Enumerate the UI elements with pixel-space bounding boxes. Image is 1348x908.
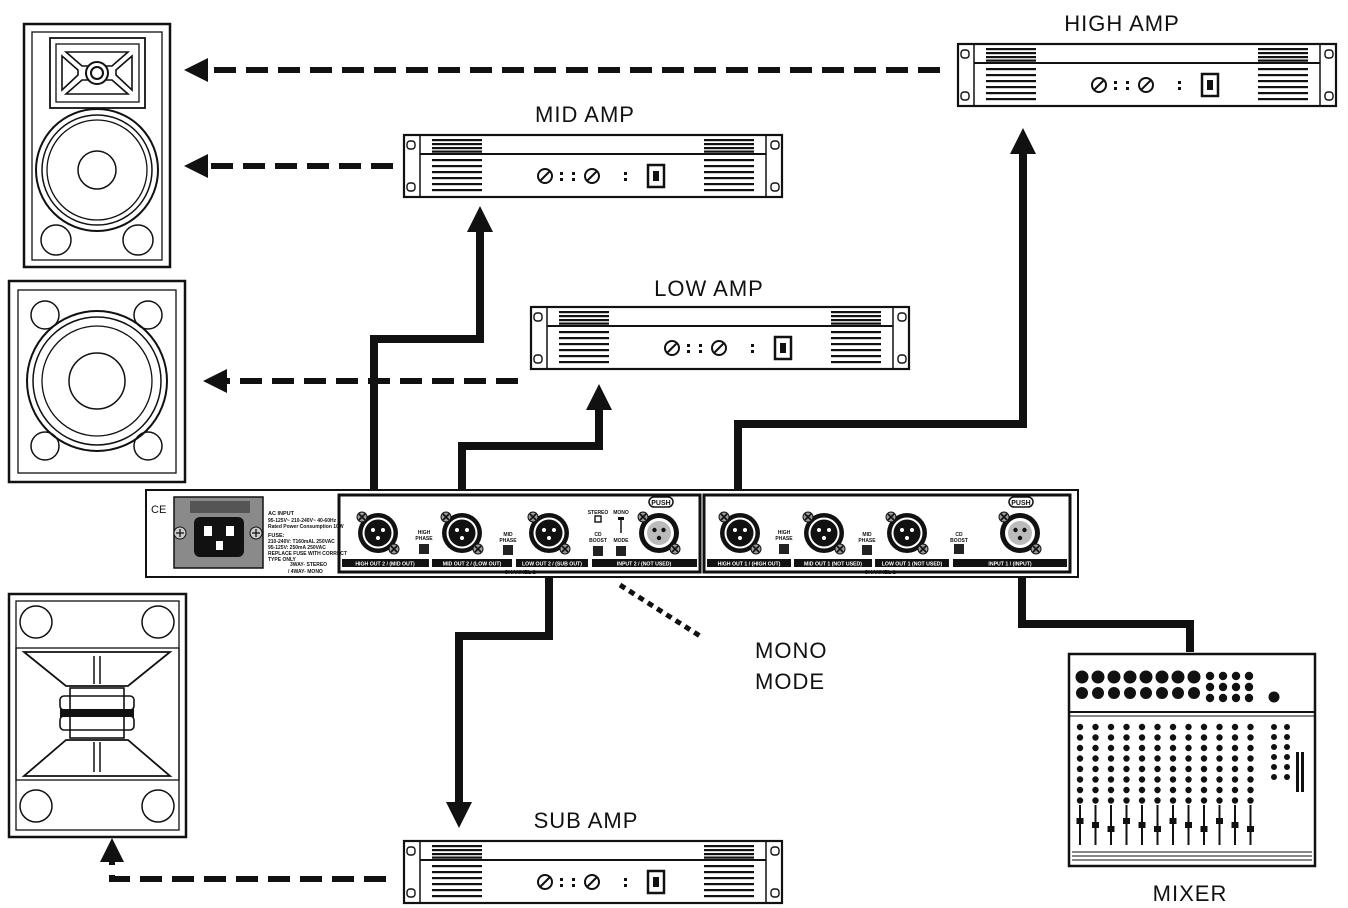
mid-amp — [402, 133, 784, 199]
high-phase-1-label: HIGH — [778, 530, 791, 536]
ac-input-title: AC INPUT — [268, 511, 295, 517]
ac-input-line2: Rated Power Consumption 10W — [268, 524, 344, 530]
mode-label: MODE — [614, 538, 630, 544]
subwoofer-speaker-icon — [7, 592, 188, 839]
low-amp — [529, 305, 911, 371]
cd-boost-2-button — [593, 546, 603, 556]
ac-input-line1: 95-125V~ 210-240V~ 40-60Hz — [268, 518, 337, 524]
push-tab-1: PUSH — [1011, 500, 1030, 507]
cd-boost-1-label: CD — [955, 532, 963, 538]
high-amp-label: HIGH AMP — [1064, 11, 1180, 36]
high-phase-2-label: HIGH — [418, 530, 431, 536]
fuse-line4: TYPE ONLY — [268, 557, 297, 563]
port-label-input-1: INPUT 1 / (INPUT) — [988, 562, 1032, 568]
low-amp-label: LOW AMP — [654, 276, 764, 301]
fuse-line2: 95-125V: 250mA 250VAC — [268, 545, 326, 551]
cable-from-mixer — [1018, 560, 1194, 652]
cable-to-low-amp — [458, 408, 603, 520]
high-mid-speaker-icon — [22, 22, 172, 269]
push-tab-2: PUSH — [651, 500, 670, 507]
mono-mode-pointer — [618, 582, 702, 639]
signal-cables — [370, 152, 1194, 802]
port-label-low-out-2: LOW OUT 2 / (SUB OUT) — [522, 562, 582, 568]
mixer-console-icon — [1067, 652, 1317, 868]
mid-amp-label: MID AMP — [535, 102, 635, 127]
high-phase-2-button — [419, 544, 429, 554]
port-label-high-out-1: HIGH OUT 1 / (HIGH OUT) — [718, 562, 781, 568]
cable-to-high-amp — [734, 152, 1027, 520]
mid-phase-1-button — [862, 545, 872, 555]
port-label-input-2: INPUT 2 / (NOT USED) — [617, 562, 672, 568]
high-phase-1-label-b: PHASE — [775, 536, 793, 542]
fuse-title: FUSE: — [268, 533, 285, 539]
mono-mode-label-line1: MONO — [755, 638, 827, 663]
port-label-mid-out-2: MID OUT 2 / (LOW OUT) — [443, 562, 502, 568]
mode-line2: / 4WAY- MONO — [288, 569, 323, 575]
mid-phase-2-label-b: PHASE — [499, 538, 517, 544]
port-label-low-out-1: LOW OUT 1 (NOT USED) — [882, 562, 943, 568]
cd-boost-2-label: CD — [594, 532, 602, 538]
sub-amp — [402, 839, 784, 905]
sub-speaker-line — [109, 862, 386, 882]
low-speaker-icon — [7, 279, 187, 484]
crossover-rear-panel: CE AC INPUT 95-125V~ 210-240V~ 40-60Hz R… — [145, 489, 1079, 578]
high-phase-1-button — [779, 544, 789, 554]
mid-phase-1-label-b: PHASE — [858, 538, 876, 544]
fuse-line3: REPLACE FUSE WITH CORRECT — [268, 551, 347, 557]
channel-2-label: CHANNEL 2 — [504, 570, 535, 576]
speaker-arrowheads — [100, 58, 227, 862]
mid-phase-1-label: MID — [862, 532, 872, 538]
stereo-label: STEREO — [588, 510, 609, 516]
mono-mode-label-line2: MODE — [755, 669, 825, 694]
sub-amp-label: SUB AMP — [534, 808, 639, 833]
mono-mode-button — [616, 546, 626, 556]
cd-boost-1-label-b: BOOST — [950, 538, 968, 544]
port-label-high-out-2: HIGH OUT 2 / (MID OUT) — [355, 562, 415, 568]
cable-to-sub-amp — [455, 560, 553, 802]
cd-boost-1-button — [954, 544, 964, 554]
mixer-label: MIXER — [1153, 881, 1228, 906]
port-label-mid-out-1: MID OUT 1 (NOT USED) — [804, 562, 862, 568]
high-phase-2-label-b: PHASE — [415, 536, 433, 542]
high-amp — [956, 42, 1338, 108]
mono-label: MONO — [613, 510, 629, 516]
cd-boost-2-label-b: BOOST — [589, 538, 607, 544]
fuse-line1: 210-240V: T160mAL 250VAC — [268, 539, 335, 545]
mid-phase-2-button — [503, 545, 513, 555]
cable-arrowheads — [446, 128, 1036, 828]
mode-line1: 3WAY- STEREO — [290, 562, 327, 568]
mid-phase-2-label: MID — [503, 532, 513, 538]
cable-to-mid-amp — [370, 230, 484, 520]
power-inlet-icon — [173, 496, 264, 569]
channel-1-label: CHANNEL 1 — [864, 570, 895, 576]
ce-mark: CE — [151, 504, 166, 516]
